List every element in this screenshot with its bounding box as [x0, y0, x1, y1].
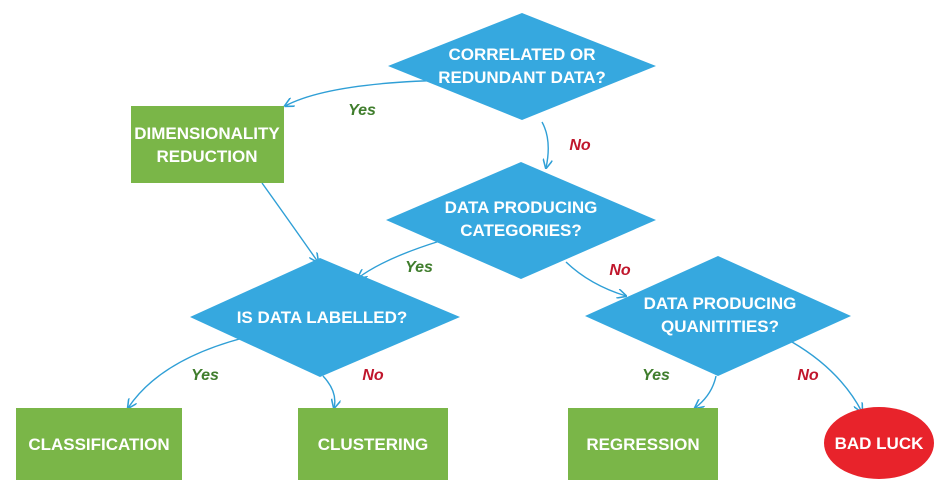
process-clustering-label: CLUSTERING: [318, 435, 429, 454]
edge-label-correlated-no: No: [569, 137, 591, 154]
decision-categories-line2: CATEGORIES?: [460, 221, 582, 240]
decision-quantities-line1: DATA PRODUCING: [644, 294, 797, 313]
edge-categories-to-quantities: [565, 261, 626, 296]
edge-categories-to-labelled: [358, 240, 441, 278]
process-classification: CLASSIFICATION: [16, 408, 182, 480]
decision-categories-line1: DATA PRODUCING: [445, 198, 598, 217]
edge-label-quantities-yes: Yes: [642, 367, 670, 384]
edge-label-labelled-no: No: [362, 367, 384, 384]
decision-labelled-line1: IS DATA LABELLED?: [237, 308, 408, 327]
process-dimensionality-line2: REDUCTION: [156, 147, 257, 166]
edge-quantities-to-regression: [695, 375, 717, 408]
edge-quantities-to-badluck: [791, 341, 862, 412]
edge-label-correlated-yes: Yes: [348, 102, 376, 119]
edge-label-categories-yes: Yes: [405, 259, 433, 276]
edge-correlated-to-categories: [541, 121, 548, 168]
decision-quantities-line2: QUANITITIES?: [661, 317, 779, 336]
process-regression-label: REGRESSION: [586, 435, 699, 454]
edge-label-quantities-no: No: [797, 367, 819, 384]
process-dimensionality-reduction: DIMENSIONALITY REDUCTION: [131, 106, 284, 183]
terminal-badluck-label: BAD LUCK: [835, 434, 924, 453]
edge-label-categories-no: No: [609, 262, 631, 279]
edge-dimensionality-to-labelled: [261, 182, 318, 262]
decision-is-data-labelled: IS DATA LABELLED?: [190, 258, 460, 377]
edge-labelled-to-clustering: [322, 375, 335, 408]
decision-correlated-line1: CORRELATED OR: [448, 45, 595, 64]
edge-labelled-to-classification: [128, 337, 244, 408]
decision-correlated-redundant: CORRELATED OR REDUNDANT DATA?: [388, 13, 656, 120]
process-dimensionality-line1: DIMENSIONALITY: [134, 124, 280, 143]
process-clustering: CLUSTERING: [298, 408, 448, 480]
decision-data-producing-quantities: DATA PRODUCING QUANITITIES?: [585, 256, 851, 376]
process-classification-label: CLASSIFICATION: [28, 435, 169, 454]
process-regression: REGRESSION: [568, 408, 718, 480]
decision-correlated-line2: REDUNDANT DATA?: [438, 68, 605, 87]
decision-data-producing-categories: DATA PRODUCING CATEGORIES?: [386, 162, 656, 279]
edge-label-labelled-yes: Yes: [191, 367, 219, 384]
terminal-bad-luck: BAD LUCK: [824, 407, 934, 479]
